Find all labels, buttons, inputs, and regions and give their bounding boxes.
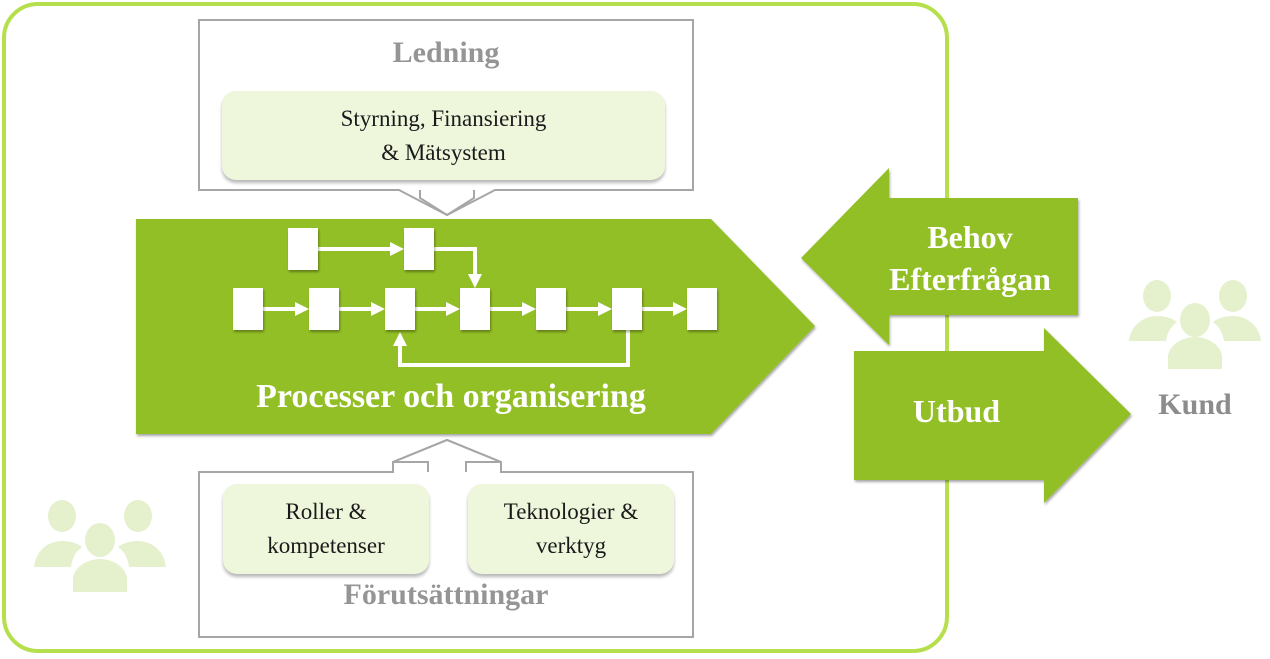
customer-label: Kund: [1158, 388, 1232, 421]
process-node: [460, 288, 490, 330]
prerequisite-item-roles: Roller & kompetenser: [223, 484, 429, 574]
ledning-title: Ledning: [392, 36, 500, 69]
internal-people-icon: [34, 500, 166, 592]
ledning-item-styrning: Styrning, Finansiering & Mätsystem: [222, 91, 665, 180]
prerequisite-item-line2: verktyg: [535, 533, 607, 558]
prerequisite-item-line1: Teknologier &: [503, 499, 639, 524]
process-label: Processer och organisering: [256, 378, 646, 415]
forutsattningar-up-arrow: [392, 438, 502, 472]
forutsattningar-title: Förutsättningar: [343, 578, 549, 611]
supply-label: Utbud: [912, 393, 1001, 429]
demand-label-line2: Efterfrågan: [889, 261, 1051, 297]
prerequisite-item-line2: kompetenser: [267, 533, 385, 558]
demand-arrow: [801, 168, 1078, 345]
process-node: [536, 288, 566, 330]
ledning-down-arrow: [419, 190, 475, 217]
demand-label-line1: Behov: [927, 219, 1013, 255]
process-flow-connectors: [263, 242, 687, 367]
process-node: [612, 288, 642, 330]
process-node: [687, 288, 717, 330]
supply-arrow: [854, 328, 1131, 503]
process-node: [385, 288, 415, 330]
prerequisite-item-line1: Roller &: [285, 499, 367, 524]
process-node: [233, 288, 263, 330]
demand-label: Behov Efterfrågan: [875, 216, 1065, 300]
process-nodes: [233, 228, 717, 330]
customer-people-icon: [1129, 280, 1261, 369]
process-node: [309, 288, 339, 330]
ledning-item-line2: & Mätsystem: [381, 139, 506, 165]
ledning-item-line1: Styrning, Finansiering: [340, 105, 547, 131]
organization-boundary: [2, 2, 949, 653]
process-node: [404, 228, 434, 270]
process-node: [288, 228, 318, 270]
prerequisite-item-technology: Teknologier & verktyg: [468, 484, 674, 574]
